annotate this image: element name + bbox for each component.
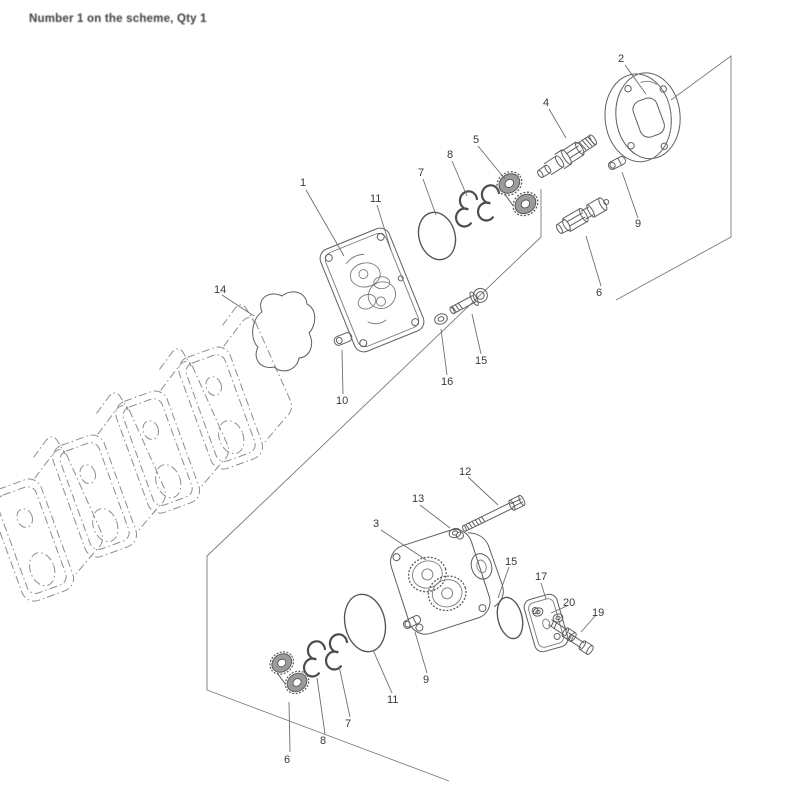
part-shaft-4 (537, 134, 598, 179)
part-callout: 3 (373, 518, 379, 530)
part-callout: 15 (505, 556, 517, 568)
part-callout: 7 (418, 167, 424, 179)
part-callout: 20 (563, 597, 575, 609)
part-callout: 13 (412, 493, 424, 505)
part-callout: 12 (459, 466, 471, 478)
part-callout: 15 (475, 355, 487, 367)
callout-labels: 1 11 7 8 5 4 2 9 6 14 10 16 15 12 13 3 1… (214, 53, 641, 766)
part-washer-13 (448, 527, 462, 539)
part-pin-9-upper (607, 156, 627, 170)
part-gasket-14 (252, 291, 316, 372)
part-callout: 11 (387, 694, 398, 706)
part-callout: 14 (214, 284, 226, 296)
part-callout: 6 (596, 287, 602, 299)
part-flange-2 (604, 72, 681, 163)
callout-leader-lines (221, 64, 647, 753)
part-callout: 4 (543, 97, 549, 109)
part-callout: 8 (447, 149, 453, 161)
part-callout: 2 (618, 53, 624, 65)
part-callout: 7 (345, 718, 351, 730)
assembly-boundary-lines (206, 55, 732, 782)
part-bolts-19 (548, 619, 594, 655)
part-bolt-15 (449, 287, 488, 315)
part-gear-assy-5 (491, 165, 544, 222)
scheme-note-text: Number 1 on the scheme, Qty 1 (29, 13, 207, 25)
part-washers-20 (532, 607, 564, 623)
part-snap-rings-lower (300, 631, 350, 680)
part-callout: 9 (423, 674, 429, 686)
part-plate-1 (319, 227, 425, 353)
part-callout: 5 (473, 134, 479, 146)
part-callout: 16 (441, 376, 453, 388)
part-callout: 9 (635, 218, 641, 230)
part-pin-10 (333, 332, 353, 346)
part-callout: 17 (535, 571, 547, 583)
pump-assembly-phantom (0, 301, 302, 606)
part-callout: 1 (300, 177, 306, 189)
part-callout: 10 (336, 395, 348, 407)
part-callout: 19 (592, 607, 604, 619)
part-oring-7 (417, 211, 457, 261)
part-washer-16 (434, 313, 448, 325)
part-cartridge-6 (555, 197, 610, 234)
part-oring-11-lower (343, 593, 387, 653)
part-callout: 8 (320, 735, 326, 747)
part-callout: 11 (370, 193, 381, 205)
part-bolt-12 (461, 494, 526, 532)
part-callout: 6 (284, 754, 290, 766)
part-snap-rings-8 (452, 182, 502, 230)
part-pin-9-lower (402, 615, 422, 629)
part-oring-15-lower (496, 596, 524, 640)
